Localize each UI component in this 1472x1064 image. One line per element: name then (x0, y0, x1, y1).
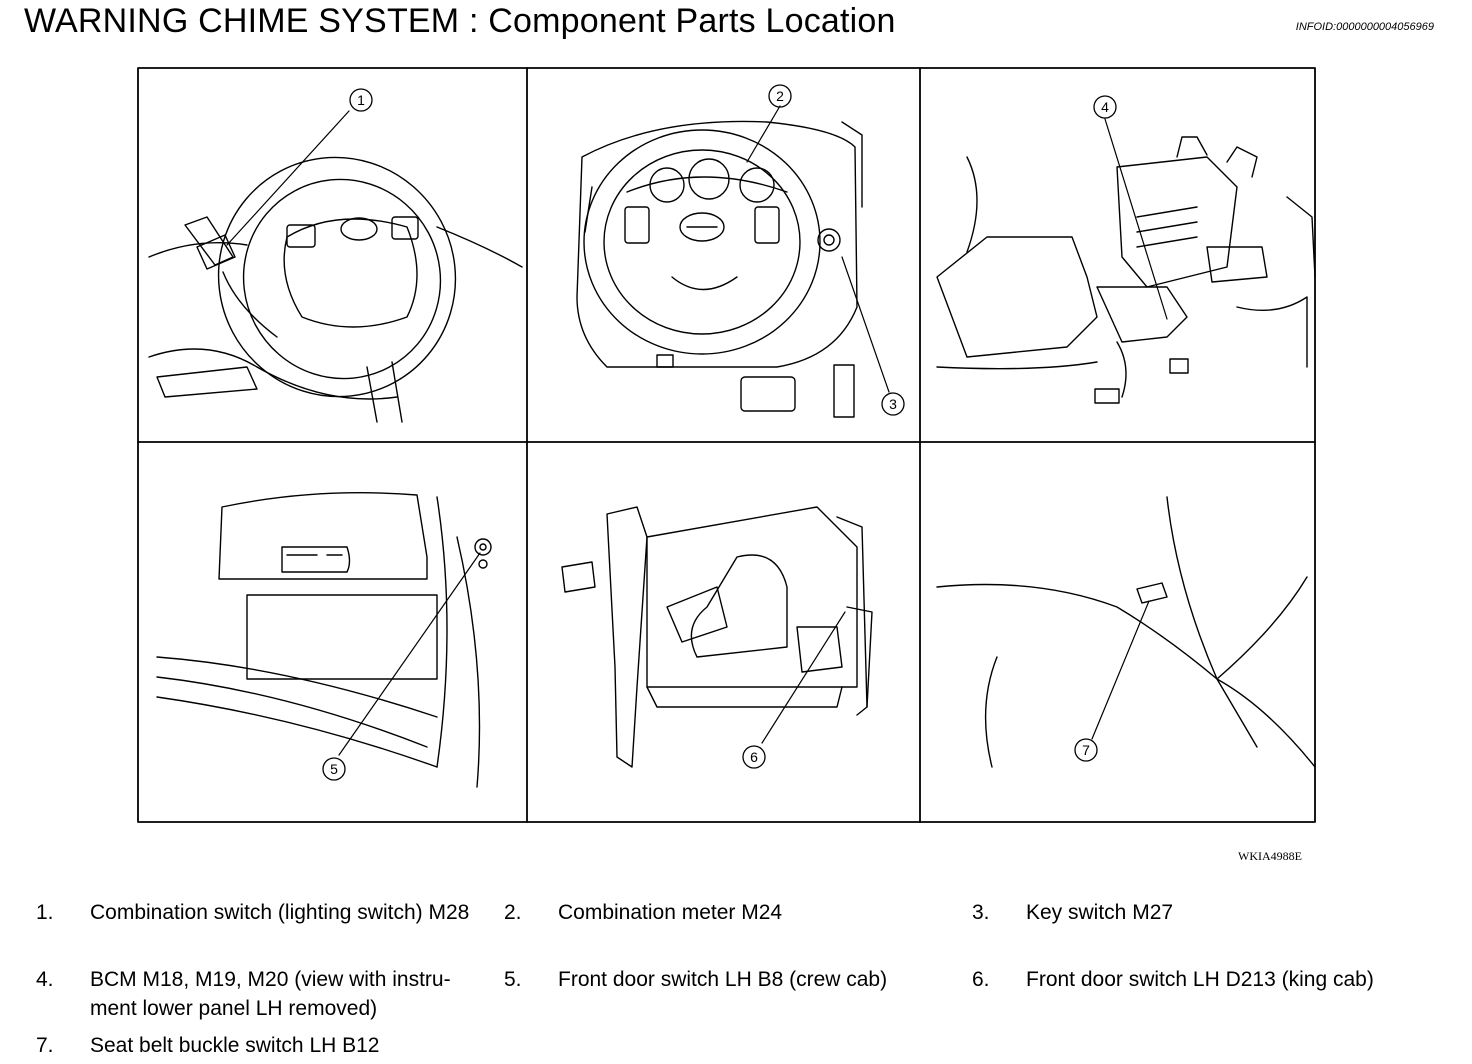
legend-num: 6. (972, 968, 990, 991)
legend-text: BCM M18, M19, M20 (view with instru-ment… (90, 968, 451, 1020)
panel-bcm (936, 118, 1316, 404)
figure-code: WKIA4988E (1238, 849, 1302, 863)
legend-num: 4. (36, 968, 54, 991)
callout-6: 6 (750, 749, 758, 765)
legend-num: 5. (504, 968, 522, 991)
legend-text: Seat belt buckle switch LH B12 (90, 1034, 380, 1057)
legend-num: 3. (972, 901, 990, 924)
page-title: WARNING CHIME SYSTEM : Component Parts L… (24, 2, 896, 40)
legend-num: 2. (504, 901, 522, 924)
info-id: INFOID:0000000004056969 (1295, 21, 1434, 33)
legend-text: Combination meter M24 (558, 901, 783, 924)
component-location-figure: 1 2 3 4 5 6 7 (137, 67, 1317, 824)
panel-seat-belt-buckle (936, 496, 1316, 768)
panel-combination-meter (576, 105, 890, 418)
legend-num: 1. (36, 901, 54, 924)
panel-door-switch-crew (156, 492, 492, 788)
callouts (322, 84, 1117, 781)
panel-door-switch-king (561, 506, 873, 768)
legend-text: Key switch M27 (1026, 901, 1174, 924)
callout-2: 2 (776, 88, 784, 104)
callout-4: 4 (1101, 99, 1109, 115)
legend-text: Front door switch LH B8 (crew cab) (558, 968, 888, 991)
legend-text: Front door switch LH D213 (king cab) (1026, 968, 1374, 991)
callout-1: 1 (357, 92, 365, 108)
panel-combination-switch (148, 110, 523, 423)
callout-3: 3 (889, 396, 897, 412)
callout-7: 7 (1082, 742, 1090, 758)
legend-num: 7. (36, 1034, 54, 1057)
legend-text: Combination switch (lighting switch) M28 (90, 901, 470, 924)
callout-5: 5 (330, 761, 338, 777)
panel-grid (137, 67, 1316, 823)
